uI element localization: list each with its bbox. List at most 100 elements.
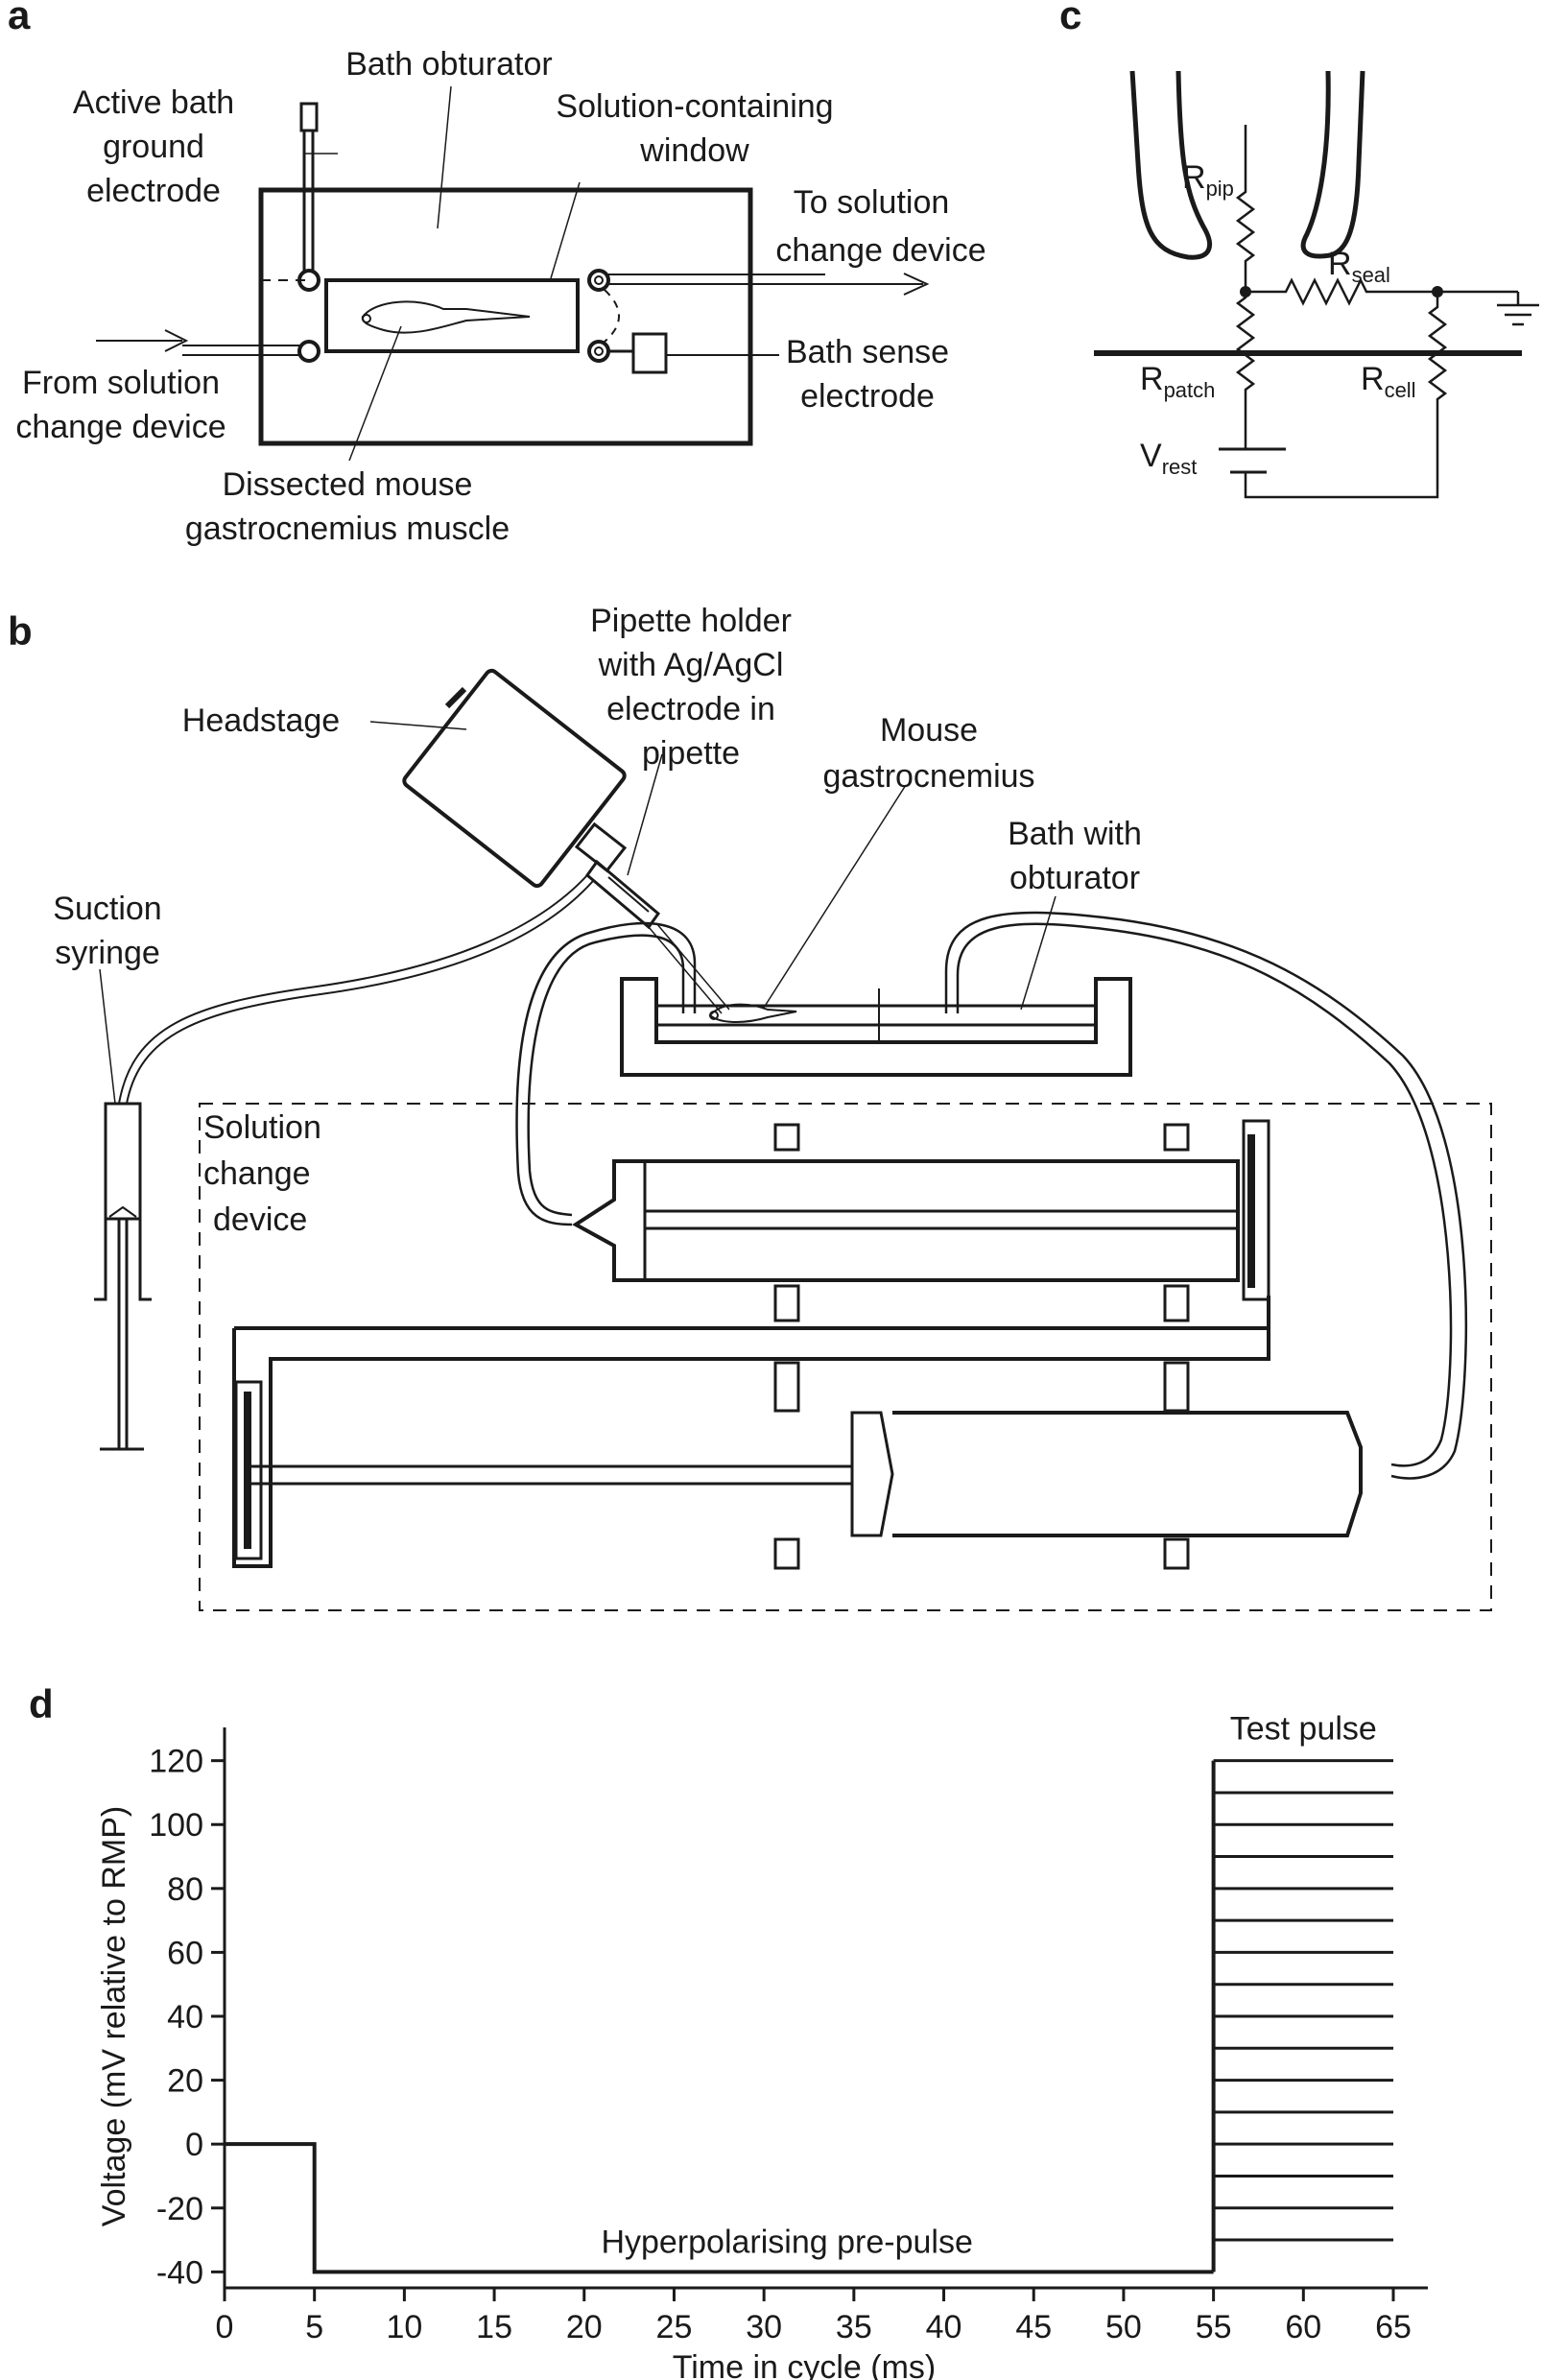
y-tick-label: 80	[167, 1871, 203, 1908]
dissected-muscle	[361, 300, 531, 334]
dashed-arc	[604, 289, 620, 343]
headstage-body	[402, 668, 627, 889]
lower-plunger-thumb	[234, 1380, 263, 1560]
suction-syringe	[94, 1102, 152, 1451]
r-cell-main: R	[1361, 361, 1385, 397]
label-mouse-2: gastrocnemius	[822, 758, 1034, 795]
r-seal-main: R	[1328, 246, 1352, 282]
bath-tube-right-2	[956, 922, 1453, 1467]
pipette-glass-2	[648, 926, 723, 1014]
port-top-left	[297, 269, 320, 292]
y-tick-label: 60	[167, 1935, 203, 1971]
x-tick-label: 0	[216, 2309, 234, 2345]
x-tick-label: 15	[476, 2309, 512, 2345]
x-axis-label: Time in cycle (ms)	[673, 2349, 937, 2380]
outlet-arrowhead	[903, 273, 930, 296]
bath-obturator-leader	[437, 85, 452, 229]
panel-label-d: d	[29, 1681, 54, 1726]
r-cell-sub: cell	[1385, 378, 1416, 402]
label-r-seal: Rseal	[1328, 246, 1390, 287]
port-inner-2	[594, 346, 604, 356]
ground-electrode-tip	[299, 102, 319, 132]
label-to-solution-1: To solution	[794, 184, 950, 221]
label-headstage: Headstage	[182, 702, 340, 739]
r-seal-sub: seal	[1352, 263, 1390, 287]
upper-plunger-thumb-fill	[1247, 1134, 1255, 1288]
label-solution-window-2: window	[639, 132, 749, 169]
label-from-solution-1: From solution	[22, 365, 220, 401]
port-top-right	[587, 269, 610, 292]
label-bath-sense-2: electrode	[800, 378, 935, 415]
node-junction-left	[1240, 286, 1251, 298]
headstage-connector	[444, 686, 467, 709]
label-to-solution-2: change device	[775, 232, 985, 269]
node-junction-right	[1432, 286, 1443, 298]
label-bath-sense-1: Bath sense	[786, 334, 949, 370]
bath-tube-left-1	[527, 934, 685, 1217]
annotation-prepulse: Hyperpolarising pre-pulse	[601, 2224, 972, 2260]
label-pipette-holder-4: pipette	[642, 735, 740, 772]
r-pip-r-patch-line	[1235, 125, 1256, 449]
label-pipette-holder-2: with Ag/AgCl	[598, 647, 784, 683]
y-tick-label: 100	[149, 1807, 203, 1844]
bath	[620, 977, 1132, 1077]
y-tick-label: 40	[167, 1999, 203, 2035]
bath-sense-electrode-box	[631, 332, 668, 374]
syringe-flange-right	[138, 1219, 152, 1301]
r-patch-main: R	[1140, 361, 1164, 397]
suction-tube-2	[126, 880, 594, 1105]
headstage-leader	[369, 721, 467, 730]
pipette-wall-left	[1129, 70, 1213, 260]
label-pipette-holder-3: electrode in	[606, 691, 775, 727]
lower-clamp-1	[773, 1361, 800, 1413]
lower-syringe-barrel	[892, 1411, 1363, 1537]
label-bath-2: obturator	[1009, 860, 1140, 896]
lower-syringe	[234, 1361, 1363, 1570]
panel-label-a: a	[8, 0, 31, 37]
pipette-holder	[584, 859, 661, 930]
syringe-plunger-head	[108, 1205, 137, 1218]
lower-clamp-2	[1163, 1361, 1190, 1413]
test-pulse-levels	[1213, 1759, 1393, 2242]
y-tick-label: -40	[156, 2254, 203, 2291]
y-tick-label: 20	[167, 2063, 203, 2100]
label-mouse-1: Mouse	[880, 712, 978, 749]
bath-tube-right-1	[944, 911, 1468, 1480]
x-tick-label: 25	[656, 2309, 693, 2345]
lower-clamp-4	[1163, 1537, 1190, 1570]
upper-clamp-2	[1163, 1123, 1190, 1152]
label-suction-2: syringe	[55, 935, 160, 971]
r-cell-line	[1244, 292, 1448, 499]
port-inner-1	[594, 275, 604, 285]
label-r-cell: Rcell	[1361, 361, 1416, 402]
label-solution-window-1: Solution-containing	[556, 88, 833, 125]
v-rest-main: V	[1140, 438, 1162, 474]
label-bath-obturator: Bath obturator	[345, 46, 552, 83]
x-tick-label: 40	[926, 2309, 962, 2345]
label-from-solution-2: change device	[15, 409, 226, 445]
x-tick-label: 50	[1105, 2309, 1142, 2345]
pipette-glass-1	[655, 922, 730, 1011]
x-tick-label: 60	[1285, 2309, 1321, 2345]
panel-label-c: c	[1059, 0, 1081, 37]
upper-clamp-3	[773, 1284, 800, 1322]
suction-leader	[99, 968, 116, 1105]
panel-b: b	[8, 603, 1492, 1611]
x-tick-label: 10	[386, 2309, 422, 2345]
syringe-flange-left	[94, 1219, 107, 1301]
headstage-port	[574, 821, 628, 873]
label-solution-change-1: Solution	[203, 1109, 321, 1146]
upper-syringe	[572, 1119, 1270, 1322]
label-r-pip: Rpip	[1182, 159, 1234, 201]
bath-obturator-plate	[654, 1004, 1098, 1027]
pipette-holder-inner	[607, 876, 650, 913]
r-pip-main: R	[1182, 159, 1206, 196]
panel-c: c Rpip Rseal Rpatch Rcell Vrest	[1059, 0, 1539, 499]
x-tick-label: 45	[1015, 2309, 1052, 2345]
v-rest-sub: rest	[1162, 455, 1198, 479]
label-dissected-2: gastrocnemius muscle	[185, 511, 510, 547]
y-tick-label: -20	[156, 2191, 203, 2227]
x-tick-label: 35	[836, 2309, 872, 2345]
upper-clamp-4	[1163, 1284, 1190, 1322]
